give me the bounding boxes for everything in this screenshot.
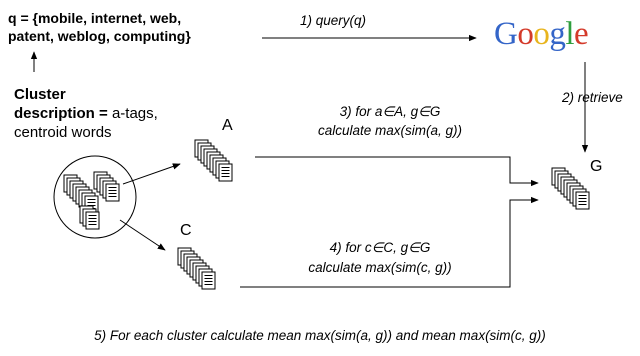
google-letter: o xyxy=(517,16,534,52)
step-4-line-1: 4) for c∈C, g∈G xyxy=(329,240,431,255)
cluster-to-a-arrow xyxy=(122,163,181,185)
cluster-circle-icon xyxy=(53,155,137,239)
document-stack-a-icon xyxy=(194,139,233,182)
google-logo: Google xyxy=(494,16,589,52)
description-rest: a-tags, xyxy=(107,105,158,122)
google-letter: l xyxy=(565,16,575,52)
step-4-line-2: calculate max(sim(c, g)) xyxy=(308,260,452,275)
google-letter: o xyxy=(533,16,550,52)
query-line-1: q = {mobile, internet, web, xyxy=(8,10,182,26)
step-3-line-1: 3) for a∈A, g∈G xyxy=(339,104,441,119)
c-to-g-arrow xyxy=(240,196,539,288)
cluster-label: Cluster xyxy=(14,86,66,103)
set-a-label: A xyxy=(222,117,233,134)
google-letter: e xyxy=(574,16,589,52)
google-letter: g xyxy=(549,16,566,52)
step-5-label: 5) For each cluster calculate mean max(s… xyxy=(94,328,546,343)
description-label: description = a-tags, xyxy=(14,105,158,122)
cluster-to-c-arrow xyxy=(119,219,166,251)
a-to-g-arrow xyxy=(255,156,539,187)
query-line-2: patent, weblog, computing} xyxy=(8,28,191,44)
document-stack-c-icon xyxy=(177,247,216,290)
step-3-line-2: calculate max(sim(a, g)) xyxy=(317,123,463,138)
set-g-label: G xyxy=(590,158,603,175)
description-bold: description = xyxy=(14,105,108,122)
centroid-words-label: centroid words xyxy=(14,124,112,141)
step-1-label: 1) query(q) xyxy=(300,13,367,28)
google-letter: G xyxy=(494,16,518,52)
set-c-label: C xyxy=(180,222,192,239)
step-2-label: 2) retrieve xyxy=(562,90,623,105)
document-stack-g-icon xyxy=(551,167,590,210)
